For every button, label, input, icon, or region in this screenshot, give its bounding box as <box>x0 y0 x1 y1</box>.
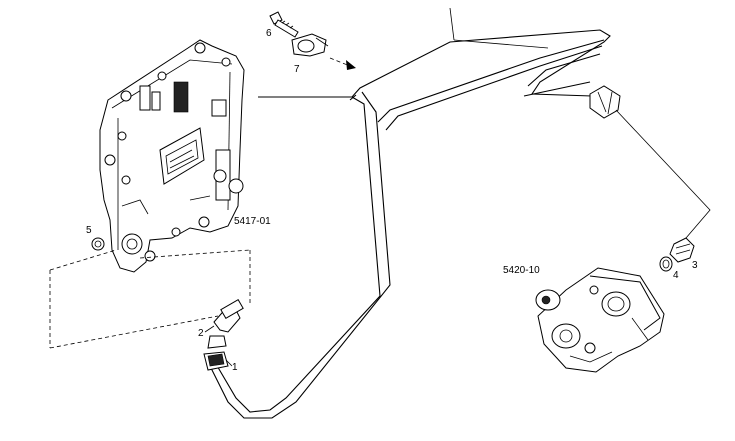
callout-1: 1 <box>232 362 238 373</box>
callout-4: 4 <box>673 270 679 281</box>
direction-arrow-icon <box>329 57 356 70</box>
union-fitting <box>669 237 695 263</box>
washer-part <box>91 237 105 251</box>
leader-lines-right <box>615 109 711 239</box>
cover-plate-assembly <box>99 39 245 273</box>
bolt-part <box>269 11 299 38</box>
callout-3: 3 <box>692 260 698 271</box>
pipe-nut-fitting <box>589 85 621 119</box>
tube-nut <box>203 351 229 371</box>
clip-part <box>291 33 329 57</box>
dashed-leader-lines <box>49 249 251 349</box>
pipe-line <box>209 7 611 419</box>
callout-2: 2 <box>198 328 204 339</box>
callout-1-leader <box>225 359 233 367</box>
group-label-plate: 5417-01 <box>234 216 271 227</box>
elbow-fitting <box>207 298 244 349</box>
callout-7: 7 <box>294 64 300 75</box>
group-label-pump: 5420-10 <box>503 265 540 276</box>
pump-assembly <box>535 267 665 373</box>
callout-2-leader <box>204 325 215 333</box>
callout-6: 6 <box>266 28 272 39</box>
seal-ring <box>659 256 673 272</box>
callout-5: 5 <box>86 225 92 236</box>
